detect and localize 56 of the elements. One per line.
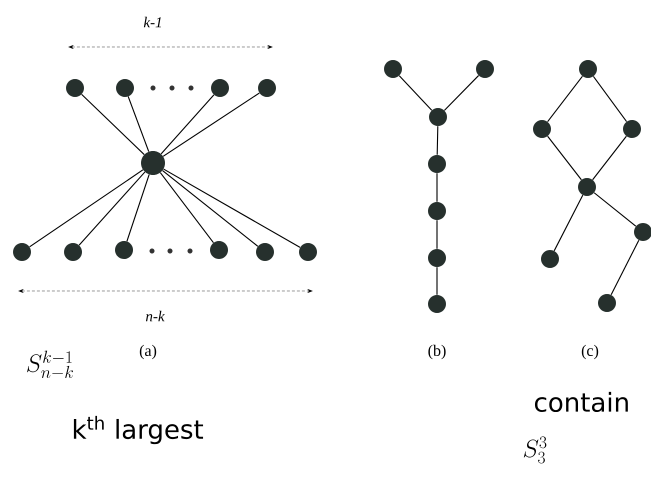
- edge-line: [160, 94, 214, 154]
- edge-line: [128, 96, 150, 152]
- handwritten-note: contain: [534, 392, 628, 412]
- edge-line: [436, 220, 438, 249]
- vertex-dot: [598, 294, 616, 312]
- vertex-dot: [64, 243, 82, 261]
- vertex-dot: [476, 60, 494, 78]
- edge-line: [554, 194, 584, 252]
- vertex-dot: [13, 243, 31, 261]
- edge-line: [162, 92, 260, 157]
- vertex-dot: [384, 60, 402, 78]
- edge-line: [29, 169, 144, 248]
- dimension-label: n-k: [146, 310, 165, 322]
- edge-line: [436, 126, 438, 155]
- edge-line: [594, 192, 636, 227]
- edge-line: [547, 136, 582, 180]
- vertex-dot: [115, 241, 133, 259]
- panel-label: (b): [428, 344, 446, 360]
- vertex-dot: [66, 79, 84, 97]
- vertex-dot: [428, 155, 446, 173]
- vertex-dot: [116, 79, 134, 97]
- vertex-dot: [578, 178, 596, 196]
- vertex-dot: [533, 120, 551, 138]
- edge-line: [398, 75, 432, 111]
- vertex-dot: [428, 202, 446, 220]
- edge-line: [444, 75, 479, 111]
- edge-line: [162, 170, 258, 247]
- handwritten-formula: $S^{3}_{3}$: [524, 436, 546, 464]
- edge-line: [592, 136, 627, 180]
- vertex-dot: [211, 79, 229, 97]
- edge-line: [78, 172, 146, 246]
- edge-line: [436, 267, 438, 295]
- vertex-dot: [299, 243, 317, 261]
- vertex-dot: [210, 241, 228, 259]
- dimension-label: k-1: [144, 16, 161, 28]
- edge-line: [126, 174, 150, 242]
- vertex-dot: [141, 151, 165, 175]
- edge-line: [160, 172, 214, 243]
- edge-line: [436, 173, 438, 202]
- edge-line: [547, 76, 583, 122]
- vertex-dot: [579, 60, 597, 78]
- vertex-dot: [428, 295, 446, 313]
- vertex-dot: [429, 108, 447, 126]
- handwritten-note: k$^{th}$ largest: [74, 416, 204, 444]
- edge-line: [81, 94, 145, 155]
- vertex-dot: [428, 249, 446, 267]
- panel-label: (c): [582, 344, 598, 360]
- vertex-dot: [623, 120, 641, 138]
- vertex-dot: [256, 243, 274, 261]
- edge-line: [163, 168, 300, 248]
- edge-line: [610, 240, 640, 296]
- edge-line: [593, 76, 627, 122]
- panel-label: (a): [140, 344, 156, 360]
- handwritten-formula: $S^{k-1}_{n-k}$: [27, 350, 73, 378]
- vertex-dot: [258, 79, 276, 97]
- vertex-dot: [541, 250, 559, 268]
